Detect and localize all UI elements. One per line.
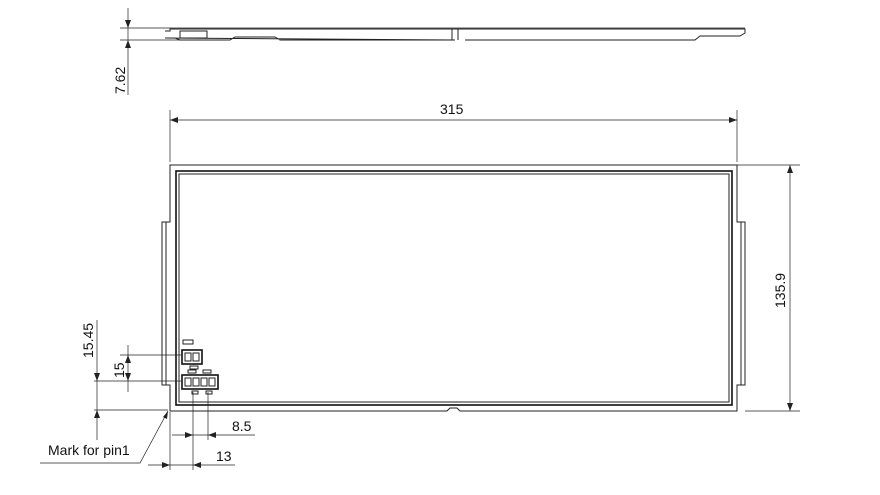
top-view [161, 164, 746, 412]
dim-connector-x: 8.5 13 [148, 392, 255, 470]
dim-8-5-label: 8.5 [232, 418, 252, 434]
dim-connector-y: 15.45 15 [80, 320, 182, 440]
dim-width: 315 [169, 101, 738, 162]
connector-upper [181, 339, 203, 370]
pin1-mark-label: Mark for pin1 [48, 442, 130, 458]
dim-15-label: 15 [111, 362, 127, 378]
dim-15-45-label: 15.45 [80, 323, 96, 358]
dim-height: 135.9 [737, 164, 800, 412]
dim-height-label: 135.9 [772, 273, 788, 308]
side-view: 7.62 [112, 8, 746, 95]
dim-thickness: 7.62 [112, 67, 128, 94]
dim-width-label: 315 [440, 101, 464, 117]
dim-13-label: 13 [216, 448, 232, 464]
pin1-mark-callout: Mark for pin1 [40, 410, 169, 464]
connector-lower [181, 369, 219, 395]
